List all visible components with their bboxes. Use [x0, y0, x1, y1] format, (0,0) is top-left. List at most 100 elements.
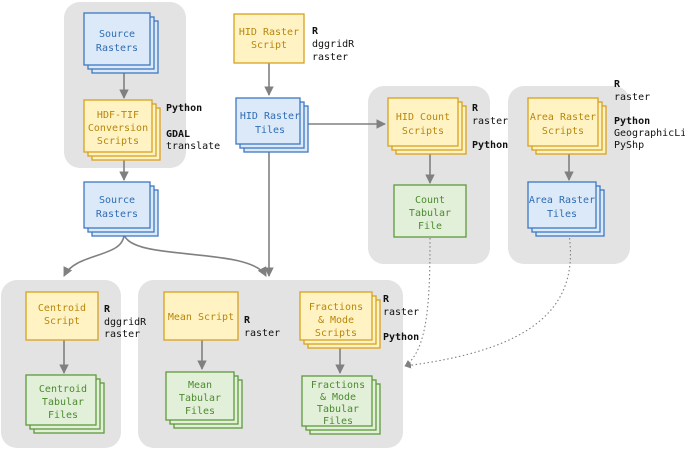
area-raster-scripts-label-1: Area Raster [530, 112, 596, 123]
hid-script-raster-annotation: raster [312, 52, 348, 63]
hid-raster-script-label-1: HID Raster [239, 27, 299, 38]
svg-text:Scripts: Scripts [542, 126, 584, 137]
area-geographiclib-annotation: GeographicLib [614, 128, 685, 139]
mean-script-label: Mean Script [168, 312, 234, 323]
mean-r-annotation: R [244, 315, 251, 326]
svg-text:Area Raster: Area Raster [530, 112, 596, 123]
hid-raster-tiles-label-2: Tiles [255, 125, 285, 136]
centroid-raster-annotation: raster [104, 329, 140, 340]
svg-text:Centroid: Centroid [39, 384, 87, 395]
mean-files-label-1: Mean [188, 380, 212, 391]
svg-text:Tabular: Tabular [409, 208, 451, 219]
fractions-mode-tabular-files-node[interactable]: Fractions & Mode Tabular Files [301, 375, 381, 435]
centroid-tabular-files-node[interactable]: Centroid Tabular Files [25, 374, 105, 434]
edge-source-to-centroid-group [63, 233, 125, 277]
fractions-mode-scripts-node[interactable]: Fractions & Mode Scripts [299, 291, 381, 349]
source-rasters-mid-label-1: Source [99, 195, 135, 206]
edge-count-to-fractions-group [404, 237, 431, 367]
source-rasters-mid-node[interactable]: Source Rasters [83, 181, 159, 237]
svg-text:Fractions: Fractions [309, 302, 363, 313]
svg-text:Tabular: Tabular [179, 393, 221, 404]
svg-text:Area Raster: Area Raster [529, 195, 595, 206]
edge-source-to-mean-group [123, 233, 267, 277]
area-r-annotation: R [614, 79, 621, 90]
hid-count-scripts-node[interactable]: HID Count Scripts [387, 97, 467, 155]
hid-raster-script-node[interactable]: HID Raster Script [233, 13, 305, 64]
svg-text:Source: Source [99, 195, 135, 206]
area-raster-scripts-label-2: Scripts [542, 126, 584, 137]
svg-text:Centroid: Centroid [38, 303, 86, 314]
svg-text:Files: Files [48, 410, 78, 421]
area-pyshp-annotation: PyShp [614, 140, 644, 151]
hid-raster-tiles-label-1: HID Raster [240, 111, 300, 122]
centroid-script-label-1: Centroid [38, 303, 86, 314]
svg-text:Source: Source [99, 29, 135, 40]
hdf-gdal-annotation: GDAL [166, 129, 190, 140]
svg-text:Mean: Mean [188, 380, 212, 391]
svg-text:HID Raster: HID Raster [239, 27, 299, 38]
svg-text:HID Raster: HID Raster [240, 111, 300, 122]
hdf-python-annotation: Python [166, 103, 202, 114]
svg-text:Rasters: Rasters [96, 209, 138, 220]
mean-script-node[interactable]: Mean Script [163, 291, 239, 341]
centroid-files-label-3: Files [48, 410, 78, 421]
svg-text:File: File [418, 221, 442, 232]
mean-raster-annotation: raster [244, 328, 280, 339]
source-rasters-mid-label-2: Rasters [96, 209, 138, 220]
hid-raster-tiles-node[interactable]: HID Raster Tiles [235, 97, 309, 153]
area-raster-scripts-node[interactable]: Area Raster Scripts [527, 97, 607, 155]
svg-text:HDF-TIF: HDF-TIF [97, 110, 139, 121]
mean-files-label-3: Files [185, 406, 215, 417]
hid-count-python-annotation: Python [472, 140, 508, 151]
svg-text:& Mode: & Mode [320, 392, 356, 403]
svg-text:Conversion: Conversion [88, 123, 148, 134]
fractions-raster-annotation: raster [383, 307, 419, 318]
hid-script-dggridr-annotation: dggridR [312, 39, 355, 50]
centroid-files-label-2: Tabular [42, 397, 84, 408]
area-raster-tiles-label-2: Tiles [547, 209, 577, 220]
fractions-r-annotation: R [383, 294, 390, 305]
source-rasters-top-label-1: Source [99, 29, 135, 40]
source-rasters-top-label-2: Rasters [96, 43, 138, 54]
fractions-scripts-label-1: Fractions [309, 302, 363, 313]
svg-text:Scripts: Scripts [402, 126, 444, 137]
centroid-dggridr-annotation: dggridR [104, 317, 147, 328]
area-raster-annotation: raster [614, 92, 650, 103]
fractions-files-label-4: Files [323, 416, 353, 427]
count-file-label-2: Tabular [409, 208, 451, 219]
svg-text:Tabular: Tabular [42, 397, 84, 408]
hid-count-label-1: HID Count [396, 112, 450, 123]
svg-text:Count: Count [415, 195, 445, 206]
svg-text:Tiles: Tiles [255, 125, 285, 136]
hdf-tif-scripts-node[interactable]: HDF-TIF Conversion Scripts [83, 99, 161, 161]
svg-text:Scripts: Scripts [315, 328, 357, 339]
svg-text:Tabular: Tabular [317, 404, 359, 415]
centroid-script-node[interactable]: Centroid Script [25, 291, 99, 341]
hid-count-label-2: Scripts [402, 126, 444, 137]
svg-text:Tiles: Tiles [547, 209, 577, 220]
hid-count-raster-annotation: raster [472, 116, 508, 127]
fractions-scripts-label-3: Scripts [315, 328, 357, 339]
svg-text:Script: Script [44, 316, 80, 327]
hid-raster-script-label-2: Script [251, 40, 287, 51]
source-rasters-top-node[interactable]: Source Rasters [83, 12, 159, 74]
centroid-r-annotation: R [104, 304, 111, 315]
svg-text:Files: Files [185, 406, 215, 417]
svg-text:Files: Files [323, 416, 353, 427]
area-python-annotation: Python [614, 116, 650, 127]
hid-count-r-annotation: R [472, 103, 479, 114]
svg-text:Fractions: Fractions [311, 380, 365, 391]
mean-tabular-files-node[interactable]: Mean Tabular Files [165, 371, 243, 429]
count-file-label-1: Count [415, 195, 445, 206]
area-raster-tiles-node[interactable]: Area Raster Tiles [527, 181, 605, 237]
svg-text:& Mode: & Mode [318, 315, 354, 326]
area-raster-tiles-label-1: Area Raster [529, 195, 595, 206]
mean-files-label-2: Tabular [179, 393, 221, 404]
hid-script-r-annotation: R [312, 26, 319, 37]
centroid-script-label-2: Script [44, 316, 80, 327]
count-file-label-3: File [418, 221, 442, 232]
fractions-files-label-3: Tabular [317, 404, 359, 415]
fractions-files-label-1: Fractions [311, 380, 365, 391]
hdf-translate-annotation: translate [166, 141, 220, 152]
count-tabular-file-node[interactable]: Count Tabular File [393, 184, 467, 238]
